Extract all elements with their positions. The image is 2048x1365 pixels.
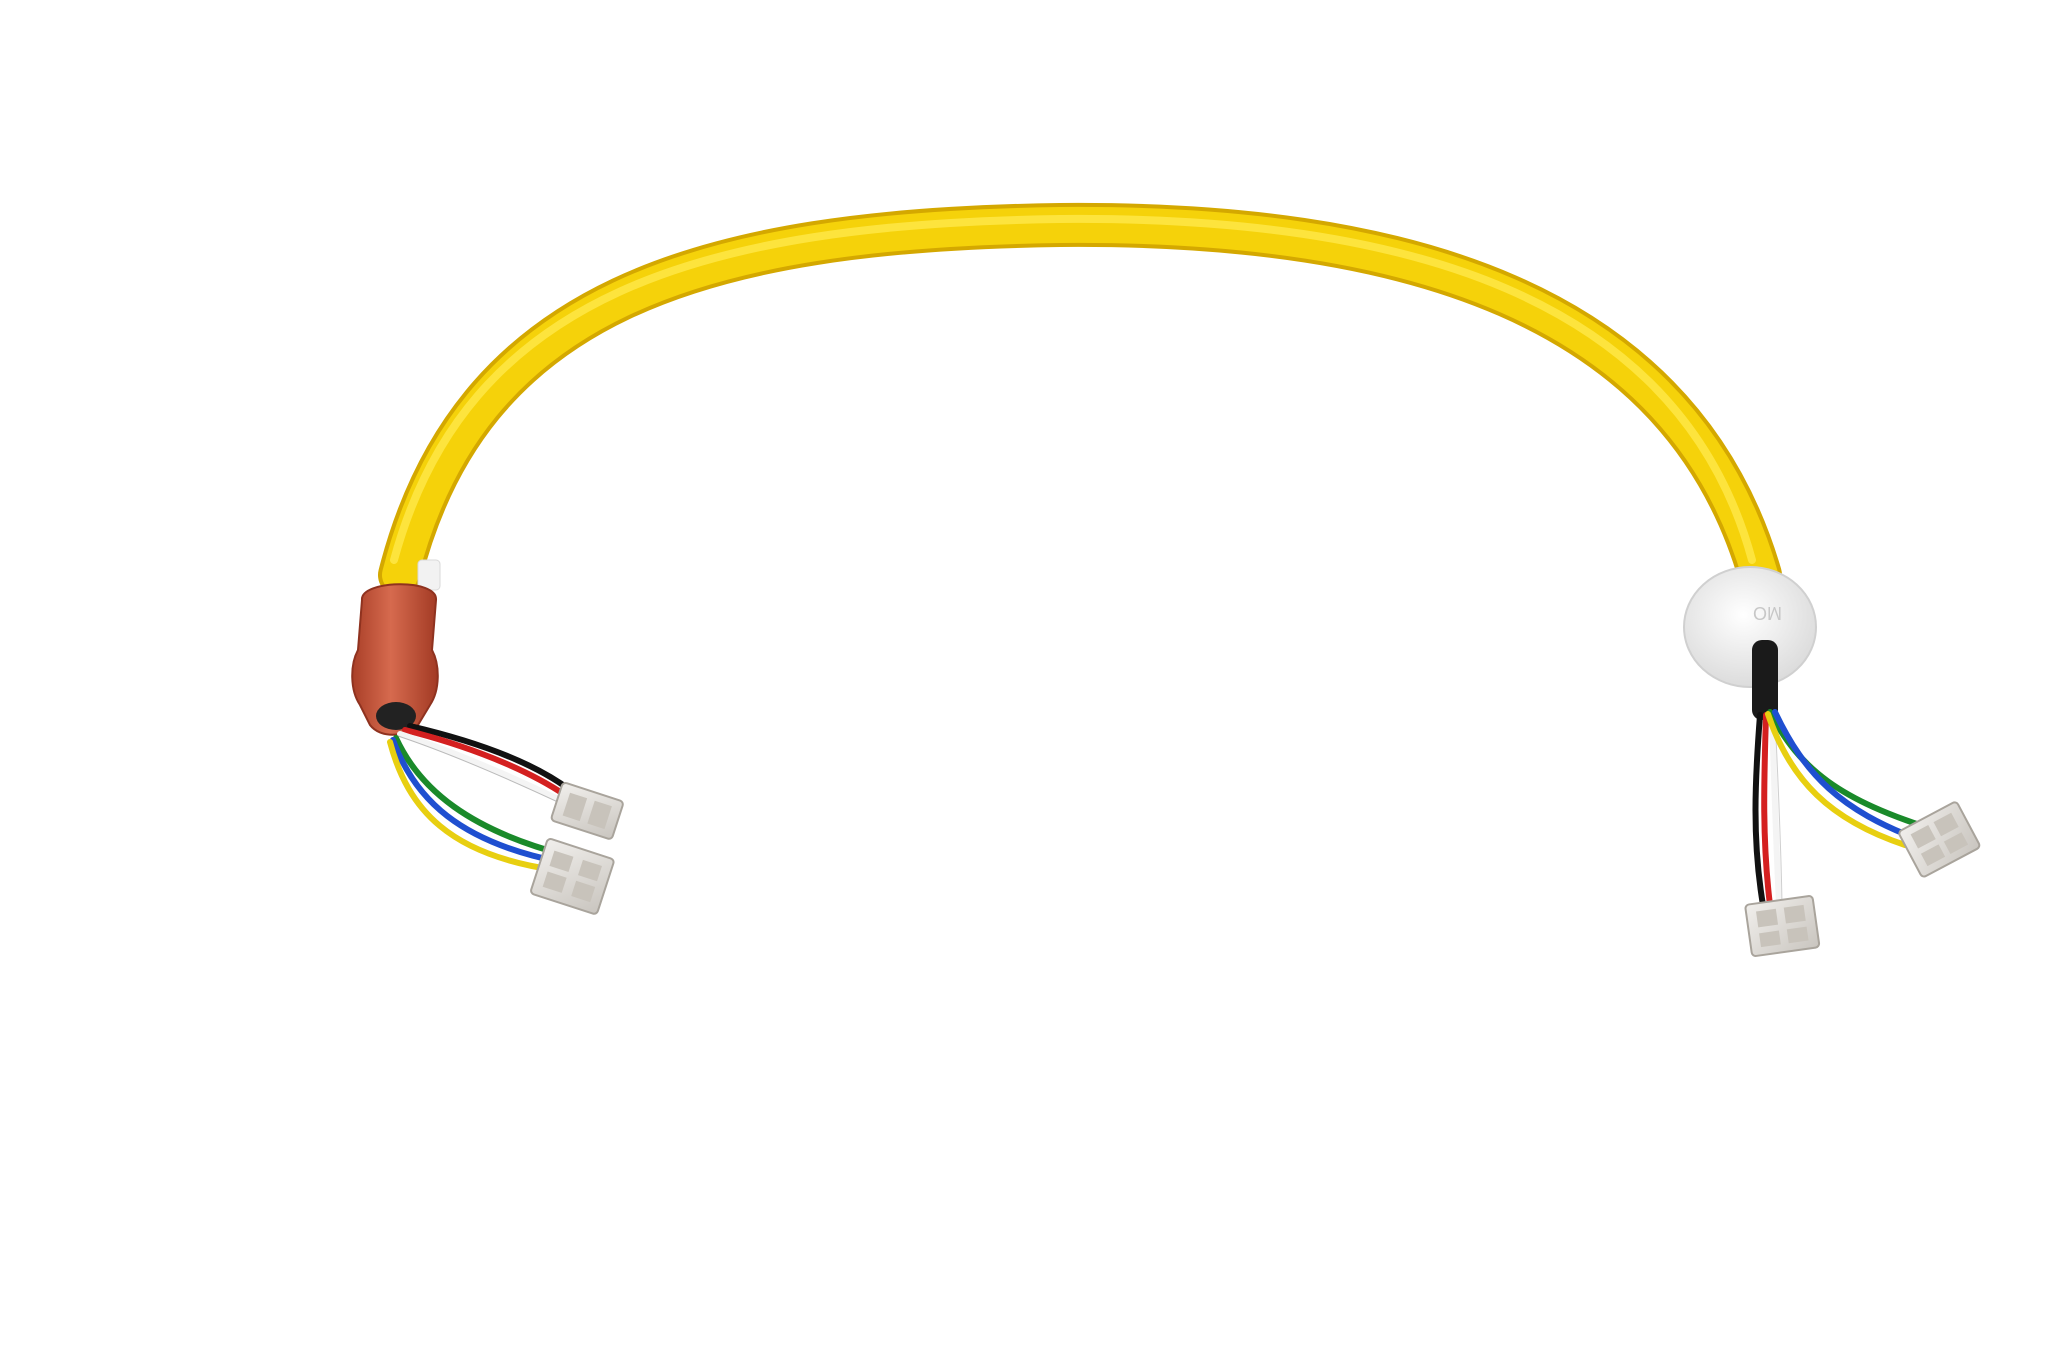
main-cable (378, 202, 1782, 597)
left-connector-lower (530, 838, 615, 915)
right-wire-bundle (1752, 709, 1938, 908)
inner-sheath (1752, 640, 1778, 720)
right-connector-upper (1898, 801, 1981, 878)
left-cable-end (351, 559, 441, 736)
rubber-boot (351, 583, 439, 736)
label-tag (417, 559, 441, 591)
grommet-marking: MO (1753, 603, 1782, 623)
left-connector-upper (550, 782, 624, 840)
right-cable-end: MO (1683, 566, 1817, 720)
grommet (1683, 566, 1817, 688)
left-wire-bundle (387, 723, 573, 873)
right-connector-lower (1744, 895, 1821, 957)
